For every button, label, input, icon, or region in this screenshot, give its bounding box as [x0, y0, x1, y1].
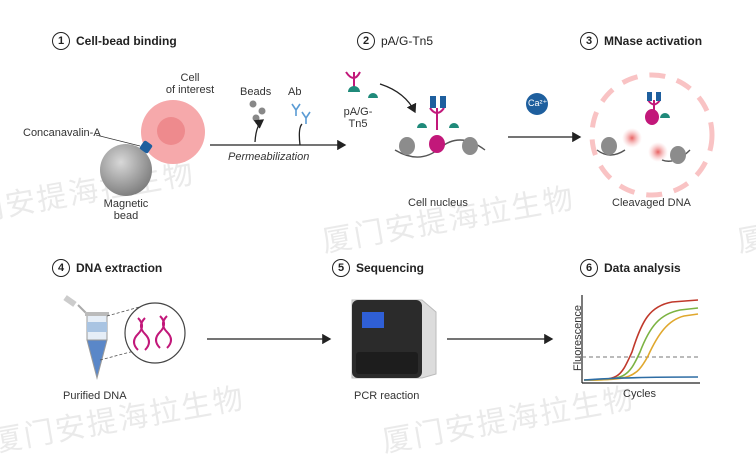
- step-2-title: pA/G-Tn5: [381, 34, 434, 48]
- purified-dna-tube: [63, 295, 109, 380]
- dna-zoom-circle: [99, 302, 186, 364]
- magnetic-bead: [100, 144, 152, 196]
- pcr-reaction-label: PCR reaction: [354, 390, 420, 402]
- pcr-machine: [351, 299, 437, 379]
- step-6-number: 6: [580, 259, 598, 277]
- cycles-axis-label: Cycles: [623, 388, 657, 400]
- step-6-header: 6 Data analysis: [580, 259, 681, 277]
- fluorescence-axis-label: Fluorescence: [572, 304, 584, 372]
- step-5-header: 5 Sequencing: [332, 259, 424, 277]
- curve-blue: [583, 376, 699, 381]
- cell-nucleus-chromatin: [394, 96, 486, 158]
- beads-label: Beads: [240, 86, 272, 98]
- step-4-title: DNA extraction: [76, 261, 163, 275]
- step-3-header: 3 MNase activation: [580, 32, 702, 50]
- step-5-title: Sequencing: [356, 261, 425, 275]
- step-1-header: 1 Cell-bead binding: [52, 32, 177, 50]
- cleavaged-dna-label: Cleavaged DNA: [612, 197, 691, 209]
- pag-tn5-complex-small: [345, 71, 378, 98]
- cleavaged-dna-cell: [589, 72, 715, 198]
- beads-curve-arrow: [253, 119, 265, 143]
- step-3-number: 3: [580, 32, 598, 50]
- ca-label: Ca²⁺: [528, 98, 548, 108]
- step-2-number: 2: [357, 32, 375, 50]
- step-1-title: Cell-bead binding: [76, 34, 177, 48]
- step-4-number: 4: [52, 259, 70, 277]
- step-6-title: Data analysis: [604, 261, 681, 275]
- permeabilization-label: Permeabilization: [228, 151, 310, 163]
- ab-label: Ab: [288, 86, 302, 98]
- calcium-ion: [526, 93, 548, 115]
- cell-nucleus-label: Cell nucleus: [408, 197, 468, 209]
- pag-tn5-label: pA/G- Tn5: [343, 106, 373, 130]
- step-3-title: MNase activation: [604, 34, 703, 48]
- curve-green: [583, 307, 699, 381]
- purified-dna-label: Purified DNA: [63, 390, 127, 402]
- amplification-plot: [581, 295, 700, 384]
- step-5-number: 5: [332, 259, 350, 277]
- cell-of-interest-label: Cell of interest: [165, 72, 215, 96]
- cell-of-interest: [141, 100, 205, 164]
- step-4-header: 4 DNA extraction: [52, 259, 162, 277]
- magnetic-bead-label: Magnetic bead: [103, 198, 149, 222]
- antibody-icon: [291, 103, 311, 124]
- concanavalin-label: Concanavalin-A: [23, 127, 101, 139]
- step-2-header: 2 pA/G-Tn5: [357, 32, 433, 50]
- ab-curve-arrow: [298, 123, 303, 146]
- tn5-curve-arrow: [379, 83, 417, 114]
- concanavalin-connector: [95, 134, 153, 154]
- diagram-illustration: [63, 71, 715, 384]
- step-1-number: 1: [52, 32, 70, 50]
- curve-yellow: [583, 313, 699, 381]
- beads-icon: [249, 100, 266, 122]
